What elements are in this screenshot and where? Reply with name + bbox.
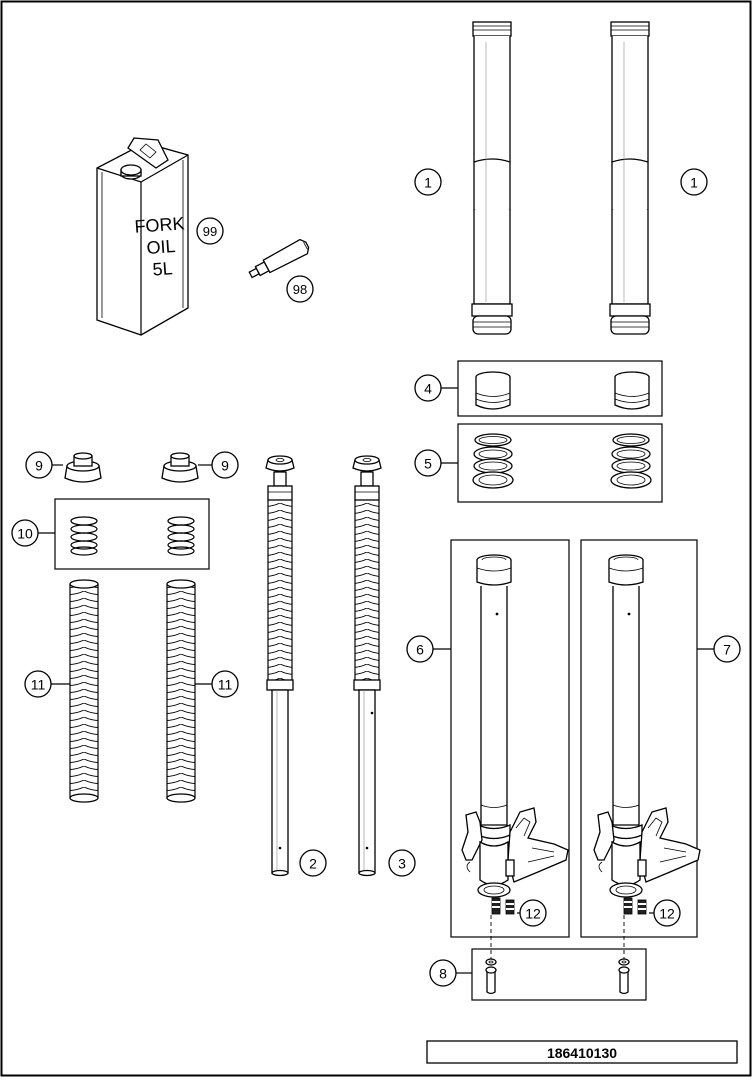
svg-text:3: 3 — [398, 856, 406, 872]
svg-text:1: 1 — [424, 175, 432, 191]
svg-text:1: 1 — [690, 175, 698, 191]
svg-text:12: 12 — [659, 906, 675, 922]
bushing-left — [475, 371, 511, 410]
axle-stud-box — [471, 948, 647, 1001]
axle-bolts-left — [491, 897, 515, 915]
bushing-right — [614, 371, 650, 410]
oil-can-label-line-1: FORK — [134, 213, 185, 236]
callout-11-right: 11 — [211, 670, 239, 698]
damping-cartridge-right — [352, 455, 382, 877]
callout-10: 10 — [11, 519, 39, 547]
outer-fork-tube-left — [461, 554, 569, 898]
callout-12-left: 12 — [519, 899, 547, 927]
callout-9-left: 9 — [25, 451, 53, 479]
svg-text:4: 4 — [424, 381, 432, 397]
fork-cap-left — [64, 452, 102, 483]
callout-11-left: 11 — [24, 670, 52, 698]
short-spring-right — [167, 516, 195, 556]
drawing-number-box — [426, 1040, 738, 1064]
svg-text:11: 11 — [31, 677, 46, 693]
callout-12-right: 12 — [653, 899, 681, 927]
damping-cartridge-left — [265, 455, 295, 877]
drawing-number: 186410130 — [547, 1045, 617, 1061]
svg-text:6: 6 — [416, 642, 424, 658]
upper-fork-tube-right — [609, 21, 651, 335]
svg-text:98: 98 — [293, 282, 307, 297]
callout-9-right: 9 — [211, 451, 239, 479]
svg-text:9: 9 — [221, 458, 229, 474]
axle-bolts-right — [623, 897, 647, 915]
svg-text:11: 11 — [218, 677, 233, 693]
callout-2: 2 — [299, 849, 327, 877]
seal-set-right — [610, 433, 652, 489]
grease-tube — [248, 238, 310, 279]
fork-spring-left — [69, 579, 99, 803]
short-spring-box — [54, 498, 210, 570]
outer-tube-left-box — [450, 539, 570, 938]
svg-text:9: 9 — [35, 458, 43, 474]
outer-fork-tube-right — [593, 554, 701, 898]
callout-5: 5 — [414, 449, 442, 477]
callout-1-right: 1 — [680, 168, 708, 196]
axle-stud-left — [485, 958, 497, 995]
axle-stud-right — [618, 958, 630, 995]
callout-4: 4 — [414, 374, 442, 402]
callout-7: 7 — [713, 635, 741, 663]
oil-can-label-line-3: 5L — [152, 258, 173, 279]
svg-text:5: 5 — [424, 456, 432, 472]
svg-text:2: 2 — [309, 856, 317, 872]
fork-oil-can: FORK OIL 5L — [96, 137, 189, 336]
outer-tube-right-box — [580, 539, 698, 938]
oil-can-label-line-2: OIL — [146, 236, 176, 258]
callout-98: 98 — [286, 275, 314, 303]
fork-spring-right — [166, 579, 196, 803]
callout-99: 99 — [196, 217, 224, 245]
svg-text:99: 99 — [203, 224, 217, 239]
callout-8: 8 — [429, 959, 457, 987]
svg-text:10: 10 — [17, 526, 33, 542]
callout-3: 3 — [388, 849, 416, 877]
svg-text:7: 7 — [723, 642, 731, 658]
upper-fork-tube-left — [471, 21, 513, 335]
callout-6: 6 — [406, 635, 434, 663]
svg-text:12: 12 — [525, 906, 541, 922]
fork-cap-right — [161, 452, 199, 483]
svg-text:8: 8 — [439, 966, 447, 982]
callout-1-left: 1 — [414, 168, 442, 196]
seal-set-left — [472, 433, 514, 489]
short-spring-left — [70, 516, 98, 556]
